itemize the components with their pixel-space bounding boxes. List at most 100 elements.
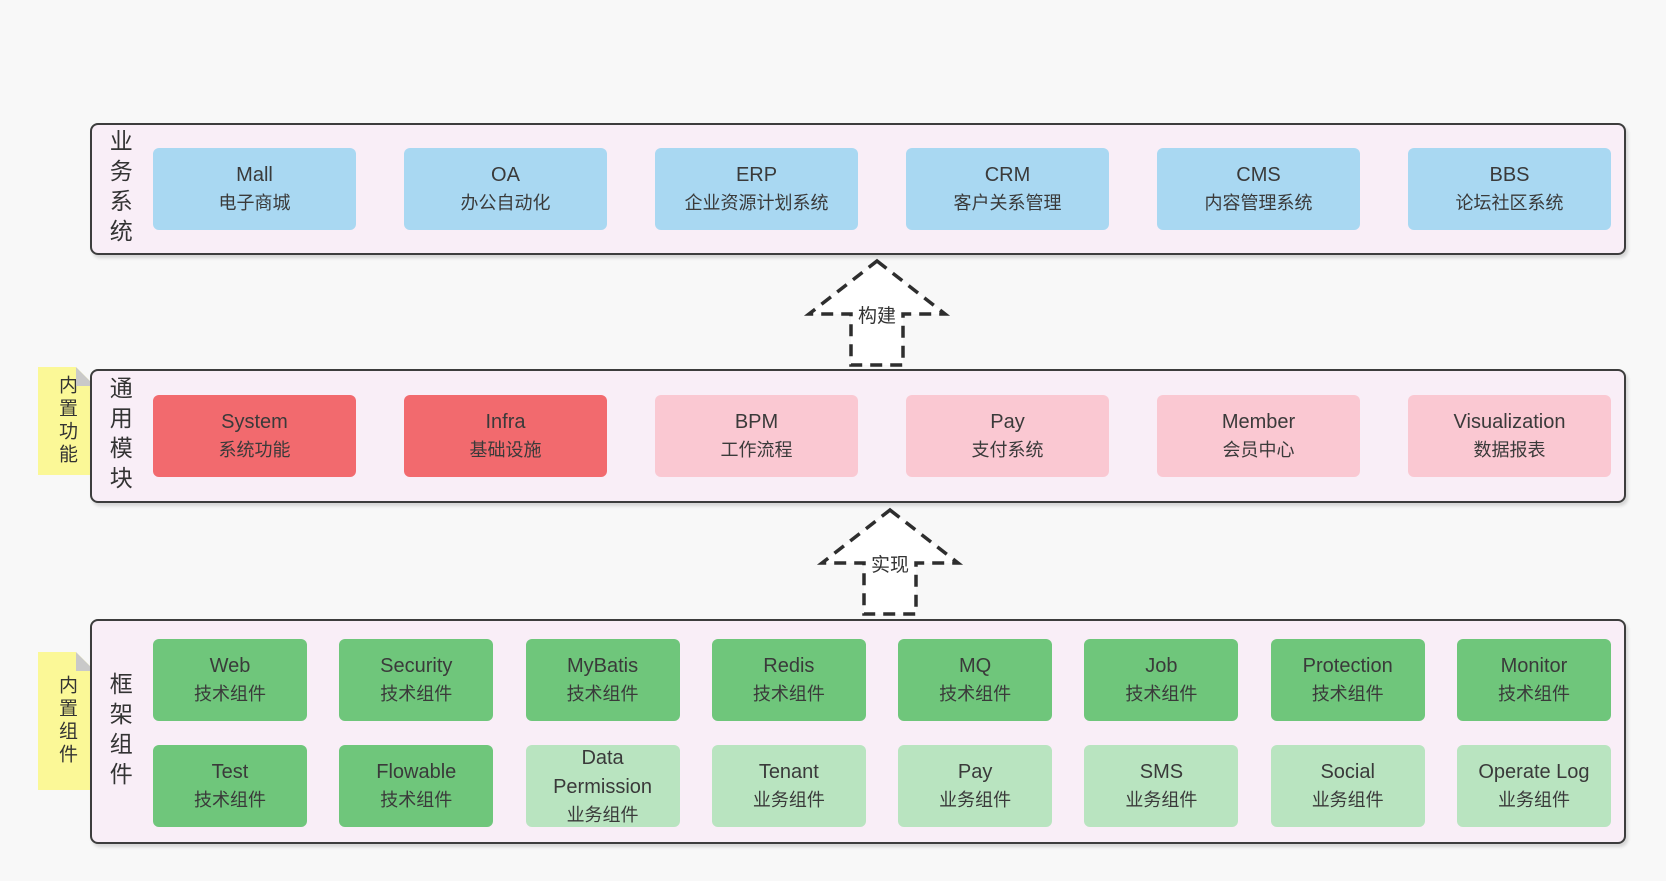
box-title: Operate Log (1478, 761, 1590, 784)
panel-business-systems: 业务系统 Mall 电子商城 OA 办公自动化 ERP 企业资源计划系统 CRM… (90, 123, 1626, 255)
component-box-web: Web 技术组件 (153, 639, 307, 721)
business-box-oa: OA 办公自动化 (404, 148, 607, 230)
component-box-test: Test 技术组件 (153, 745, 307, 827)
component-box-data-permission: Data Permission 业务组件 (525, 745, 680, 827)
component-box-job: Job 技术组件 (1084, 639, 1239, 721)
box-title: Pay (957, 761, 993, 784)
sticky-note-label: 内置功能 (56, 375, 77, 467)
box-title: Social (1320, 761, 1375, 784)
box-title: MyBatis (567, 655, 639, 678)
box-title: BPM (734, 411, 779, 434)
box-title: Monitor (1500, 655, 1568, 678)
components-row-2: Test 技术组件 Flowable 技术组件 Data Permission … (153, 745, 1611, 827)
component-box-mybatis: MyBatis 技术组件 (525, 639, 680, 721)
box-subtitle: 会员中心 (1222, 440, 1295, 461)
side-label-wrap: 通用模块 (106, 371, 133, 501)
component-box-flowable: Flowable 技术组件 (339, 745, 494, 827)
side-label-wrap: 框架组件 (106, 621, 133, 842)
components-layer-label: 框架组件 (106, 671, 133, 792)
module-box-pay: Pay 支付系统 (906, 395, 1109, 477)
business-box-crm: CRM 客户关系管理 (906, 148, 1109, 230)
box-subtitle: 业务组件 (1497, 790, 1570, 811)
box-title: Redis (763, 655, 815, 678)
business-box-mall: Mall 电子商城 (153, 148, 356, 230)
business-box-bbs: BBS 论坛社区系统 (1408, 148, 1611, 230)
box-title: CRM (984, 164, 1031, 187)
business-box-erp: ERP 企业资源计划系统 (655, 148, 858, 230)
box-title: Web (209, 655, 251, 678)
box-subtitle: 论坛社区系统 (1455, 193, 1564, 214)
box-subtitle: 技术组件 (1311, 684, 1384, 705)
box-subtitle: 工作流程 (720, 440, 793, 461)
box-title: Pay (990, 411, 1025, 434)
sticky-note-label: 内置组件 (56, 675, 77, 767)
modules-layer-label: 通用模块 (106, 376, 133, 496)
component-box-social: Social 业务组件 (1270, 745, 1425, 827)
modules-boxes-row: System 系统功能 Infra 基础设施 BPM 工作流程 Pay 支付系统… (153, 371, 1611, 501)
box-subtitle: 企业资源计划系统 (684, 193, 829, 214)
box-subtitle: 支付系统 (971, 440, 1044, 461)
box-title: MQ (959, 655, 992, 678)
box-subtitle: 基础设施 (469, 440, 542, 461)
box-subtitle: 业务组件 (752, 790, 825, 811)
implement-arrow: 实现 (815, 506, 965, 618)
business-box-cms: CMS 内容管理系统 (1157, 148, 1360, 230)
box-subtitle: 业务组件 (939, 790, 1012, 811)
box-subtitle: 电子商城 (218, 193, 291, 214)
box-title: ERP (735, 164, 778, 187)
box-title: System (221, 411, 288, 434)
component-box-redis: Redis 技术组件 (711, 639, 866, 721)
module-box-bpm: BPM 工作流程 (655, 395, 858, 477)
box-title: Mall (236, 164, 273, 187)
box-title: SMS (1139, 761, 1184, 784)
box-title: OA (491, 164, 520, 187)
components-row-1: Web 技术组件 Security 技术组件 MyBatis 技术组件 Redi… (153, 639, 1611, 721)
box-subtitle: 技术组件 (1125, 684, 1198, 705)
component-box-operate-log: Operate Log 业务组件 (1456, 745, 1611, 827)
box-subtitle: 技术组件 (566, 684, 639, 705)
box-subtitle: 业务组件 (1125, 790, 1198, 811)
sticky-note-builtin-components: 内置组件 (38, 652, 95, 790)
box-title: Tenant (758, 761, 819, 784)
component-box-security: Security 技术组件 (339, 639, 494, 721)
box-title: Protection (1302, 655, 1393, 678)
box-title: Infra (485, 411, 526, 434)
module-box-system: System 系统功能 (153, 395, 356, 477)
box-title: Visualization (1453, 411, 1566, 434)
box-subtitle: 办公自动化 (460, 193, 551, 214)
build-arrow-label: 构建 (855, 301, 899, 328)
box-subtitle: 技术组件 (380, 790, 453, 811)
box-title: CMS (1236, 164, 1281, 187)
box-title: Flowable (376, 761, 457, 784)
box-title: Security (380, 655, 453, 678)
box-subtitle: 业务组件 (566, 804, 639, 825)
box-subtitle: 客户关系管理 (953, 193, 1062, 214)
box-title: Job (1145, 655, 1178, 678)
module-box-infra: Infra 基础设施 (404, 395, 607, 477)
component-box-monitor: Monitor 技术组件 (1456, 639, 1611, 721)
box-subtitle: 技术组件 (194, 790, 266, 811)
box-subtitle: 技术组件 (752, 684, 825, 705)
box-subtitle: 内容管理系统 (1204, 193, 1313, 214)
side-label-wrap: 业务系统 (106, 125, 133, 253)
business-layer-label: 业务系统 (106, 129, 133, 249)
sticky-note-builtin-features: 内置功能 (38, 367, 95, 475)
box-title: Test (211, 761, 249, 784)
panel-framework-components: 框架组件 Web 技术组件 Security 技术组件 MyBatis 技术组件… (90, 619, 1626, 844)
business-boxes-row: Mall 电子商城 OA 办公自动化 ERP 企业资源计划系统 CRM 客户关系… (153, 125, 1611, 253)
box-subtitle: 技术组件 (939, 684, 1012, 705)
component-box-mq: MQ 技术组件 (898, 639, 1053, 721)
box-subtitle: 技术组件 (1497, 684, 1570, 705)
component-box-protection: Protection 技术组件 (1270, 639, 1425, 721)
component-box-sms: SMS 业务组件 (1084, 745, 1239, 827)
box-subtitle: 系统功能 (218, 440, 291, 461)
box-subtitle: 业务组件 (1311, 790, 1384, 811)
box-subtitle: 技术组件 (380, 684, 453, 705)
panel-common-modules: 通用模块 System 系统功能 Infra 基础设施 BPM 工作流程 Pay… (90, 369, 1626, 503)
box-title: Member (1221, 411, 1296, 434)
box-title: BBS (1489, 164, 1530, 187)
component-box-tenant: Tenant 业务组件 (711, 745, 866, 827)
module-box-member: Member 会员中心 (1157, 395, 1360, 477)
module-box-visualization: Visualization 数据报表 (1408, 395, 1611, 477)
